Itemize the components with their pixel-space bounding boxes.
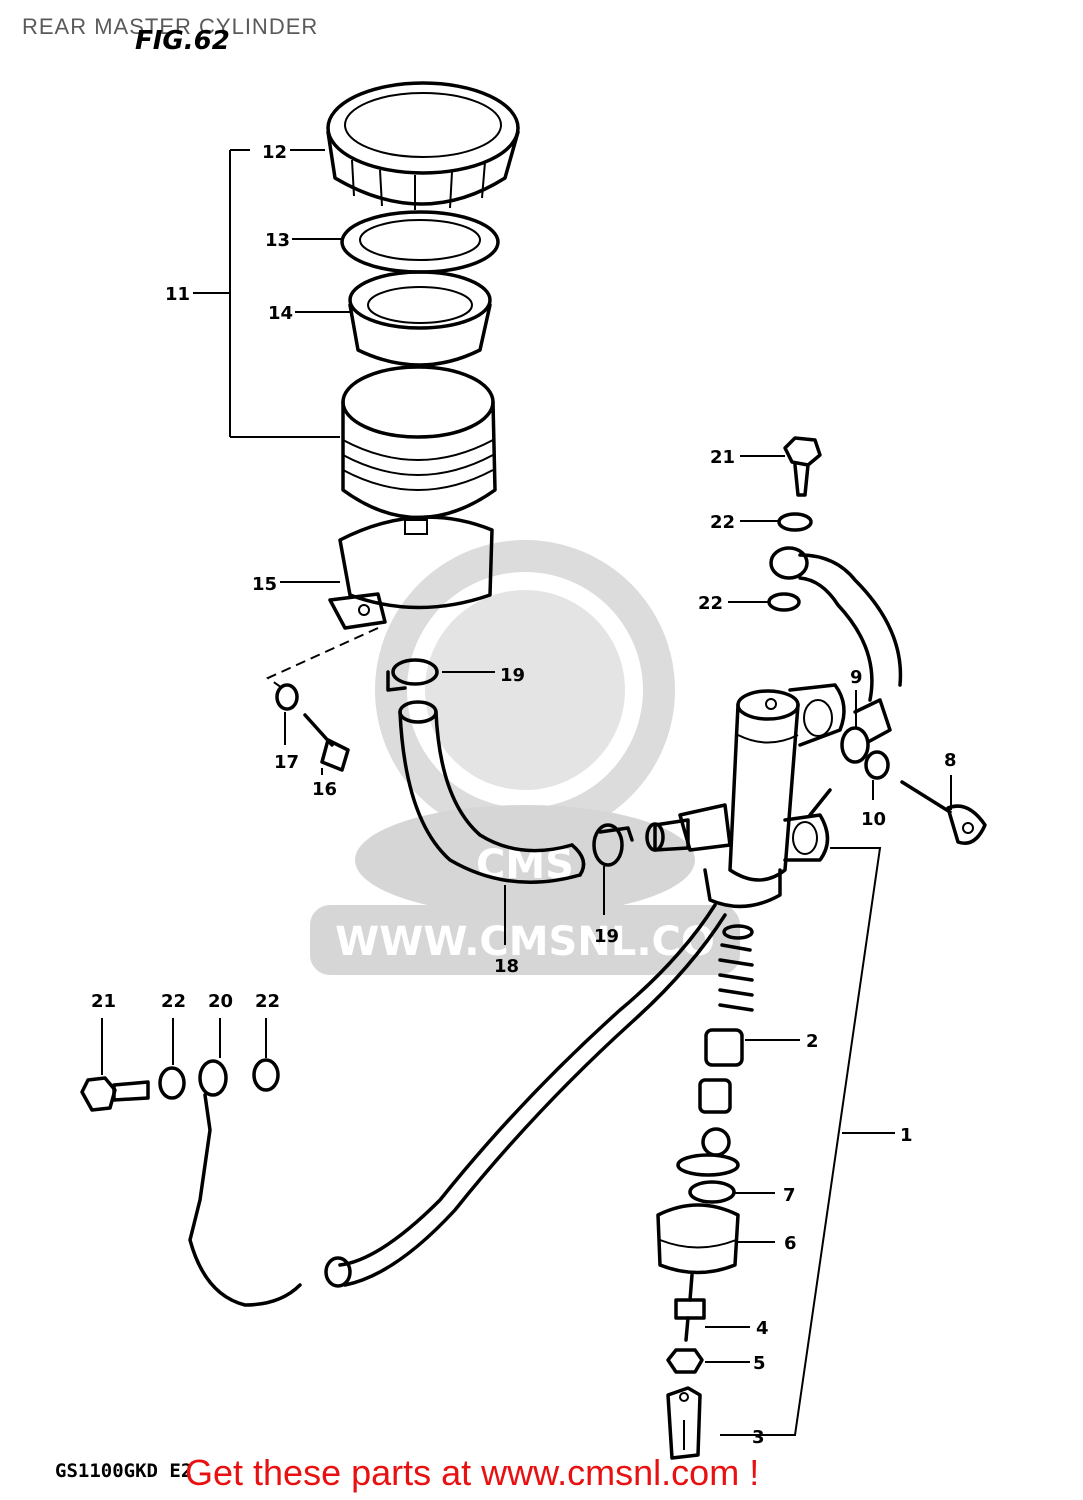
part-18-reservoir-hose xyxy=(398,700,586,884)
part-8-bolt xyxy=(900,780,987,845)
callout-22-upper-b: 22 xyxy=(698,593,723,614)
model-code: GS1100GKD E2 xyxy=(55,1460,193,1482)
part-22-washer-lower-a xyxy=(158,1066,186,1100)
callout-3: 3 xyxy=(752,1427,765,1448)
callout-21-lower: 21 xyxy=(91,991,116,1012)
part-7-circlip xyxy=(676,1127,740,1204)
callout-17: 17 xyxy=(274,752,299,773)
part-brake-hose-long xyxy=(324,903,727,1288)
part-1-master-cylinder xyxy=(645,683,846,909)
callout-10: 10 xyxy=(861,809,886,830)
part-21-union-bolt-upper xyxy=(783,436,822,497)
page-title: REAR MASTER CYLINDER xyxy=(22,14,319,39)
part-22-washer-upper-b xyxy=(767,592,801,612)
callout-21-upper: 21 xyxy=(710,447,735,468)
part-16-bolt xyxy=(303,713,350,772)
part-5-nut xyxy=(666,1348,704,1374)
part-brake-hose-upper xyxy=(769,546,903,817)
part-22-washer-upper-a xyxy=(777,512,813,532)
part-19-hose-clamp-lower xyxy=(592,823,634,867)
watermark-logo: CMS WWW.CMSNL.CO xyxy=(310,540,740,975)
figure-label: FIG.62 xyxy=(135,26,230,56)
part-4-push-rod xyxy=(674,1273,706,1342)
part-22-washer-lower-b xyxy=(252,1058,280,1092)
callout-7: 7 xyxy=(783,1185,796,1206)
part-20-brake-pipe xyxy=(188,1059,302,1307)
callout-4: 4 xyxy=(756,1318,769,1339)
footer-cta-link[interactable]: Get these parts at www.cmsnl.com ! xyxy=(185,1452,760,1493)
callout-6: 6 xyxy=(784,1233,797,1254)
callout-22-upper-a: 22 xyxy=(710,512,735,533)
callout-5: 5 xyxy=(753,1353,766,1374)
part-12-reservoir-cap xyxy=(326,81,520,210)
callout-labels: 12 13 11 14 15 17 16 19 18 19 21 22 22 9… xyxy=(91,142,957,1448)
part-2-piston-spring xyxy=(698,924,754,1114)
callout-8: 8 xyxy=(944,750,957,771)
part-3-clevis xyxy=(666,1386,702,1460)
callout-12: 12 xyxy=(262,142,287,163)
leader-lines xyxy=(101,149,952,1436)
watermark-url: WWW.CMSNL.CO xyxy=(335,919,715,965)
callout-16: 16 xyxy=(312,779,337,800)
part-10-washer xyxy=(864,750,890,780)
part-6-boot xyxy=(656,1203,740,1275)
callout-15: 15 xyxy=(252,574,277,595)
callout-19-lower: 19 xyxy=(594,926,619,947)
part-15-reservoir-band xyxy=(328,515,494,630)
part-14-diaphragm xyxy=(348,270,492,367)
part-13-diaphragm-plate xyxy=(340,210,500,274)
callout-1: 1 xyxy=(900,1125,913,1146)
part-19-hose-clamp-upper xyxy=(386,658,439,692)
part-21-union-bolt-lower xyxy=(80,1076,150,1112)
callout-19-upper: 19 xyxy=(500,665,525,686)
part-11-reservoir-body xyxy=(341,365,497,535)
callout-18: 18 xyxy=(494,956,519,977)
part-17-washer xyxy=(275,683,299,711)
callout-9: 9 xyxy=(850,667,863,688)
callout-13: 13 xyxy=(265,230,290,251)
callout-22-lower-a: 22 xyxy=(161,991,186,1012)
callout-22-lower-b: 22 xyxy=(255,991,280,1012)
callout-20: 20 xyxy=(208,991,233,1012)
callout-14: 14 xyxy=(268,303,293,324)
callout-2: 2 xyxy=(806,1031,819,1052)
callout-11: 11 xyxy=(165,284,190,305)
